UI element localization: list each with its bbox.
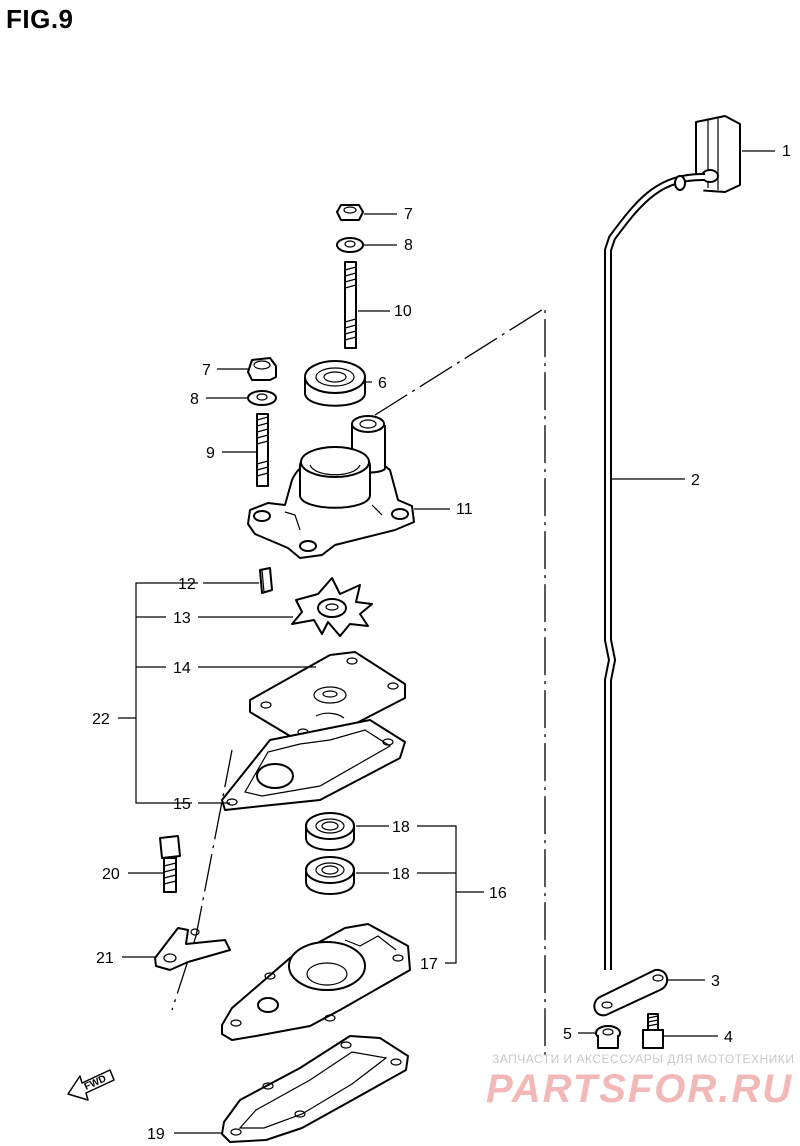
fwd-label: FWD [83, 1073, 108, 1092]
callout-16: 16 [489, 885, 507, 902]
oil-seal-part-18-upper [305, 812, 355, 851]
key-part-12 [259, 567, 273, 594]
callout-5: 5 [563, 1026, 572, 1043]
callout-18-lower: 18 [392, 866, 410, 883]
nut-part-7-middle [247, 357, 277, 381]
alignment-line-21 [171, 749, 233, 1011]
callout-17: 17 [420, 956, 438, 973]
callout-7-middle: 7 [202, 362, 211, 379]
callout-14: 14 [173, 660, 191, 677]
callout-8-middle: 8 [190, 391, 199, 408]
callout-7-top: 7 [404, 206, 413, 223]
callout-19: 19 [147, 1126, 165, 1143]
callout-10: 10 [394, 303, 412, 320]
gasket-part-15 [221, 719, 406, 811]
group-bracket-16 [356, 825, 484, 964]
callout-9: 9 [206, 445, 215, 462]
bolt-part-4 [642, 1013, 664, 1049]
callout-3: 3 [711, 973, 720, 990]
callout-8-top: 8 [404, 237, 413, 254]
impeller-part-13 [291, 577, 373, 637]
nut-part-7-top [336, 204, 364, 221]
callout-1: 1 [782, 143, 791, 160]
clamp-part-3 [593, 968, 669, 1017]
watermark-brand: PARTSFOR.RU [486, 1067, 793, 1111]
washer-part-8-top [336, 237, 364, 253]
callout-20: 20 [102, 866, 120, 883]
pump-case-part-11 [247, 415, 415, 559]
watermark-caption: ЗАПЧАСТИ И АКСЕССУАРЫ ДЛЯ МОТОТЕХНИКИ [492, 1052, 794, 1066]
group-bracket-22 [118, 582, 316, 804]
bracket-part-21 [154, 927, 231, 971]
forward-arrow-icon: FWD [67, 1069, 115, 1101]
washer-part-8-middle [247, 390, 277, 406]
callout-2: 2 [691, 472, 700, 489]
callout-18-upper: 18 [392, 819, 410, 836]
callout-22: 22 [92, 711, 110, 728]
stud-part-9 [256, 413, 269, 487]
callout-4: 4 [724, 1029, 733, 1046]
callout-12: 12 [178, 576, 196, 593]
callout-13: 13 [173, 610, 191, 627]
callout-21: 21 [96, 950, 114, 967]
bolt-part-20 [159, 835, 181, 893]
gasket-part-19 [221, 1035, 409, 1143]
water-tube-part-2 [604, 172, 706, 970]
callout-11: 11 [456, 501, 473, 518]
collar-part-5 [595, 1025, 621, 1049]
callout-6: 6 [378, 375, 387, 392]
alignment-line [374, 306, 546, 1060]
housing-part-17 [221, 923, 411, 1041]
figure-title: FIG.9 [6, 4, 74, 34]
stud-part-10 [344, 261, 357, 349]
callout-15: 15 [173, 796, 191, 813]
bearing-part-6 [304, 360, 366, 407]
oil-seal-part-18-lower [305, 856, 355, 895]
